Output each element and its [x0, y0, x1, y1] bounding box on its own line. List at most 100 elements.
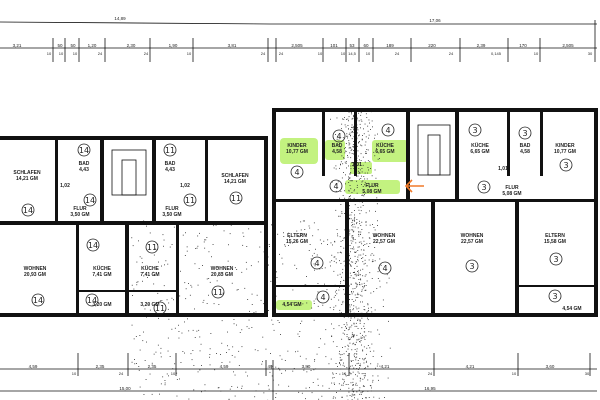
noise-speck	[288, 385, 290, 387]
noise-speck	[362, 385, 364, 387]
noise-speck	[292, 289, 294, 291]
noise-speck	[143, 220, 145, 222]
noise-speck	[338, 144, 340, 145]
noise-speck	[368, 134, 370, 136]
noise-speck	[343, 324, 345, 325]
noise-speck	[348, 337, 350, 339]
noise-speck	[260, 299, 262, 301]
noise-speck	[367, 317, 368, 319]
noise-speck	[203, 299, 205, 301]
noise-speck	[364, 181, 366, 183]
noise-speck	[346, 334, 348, 335]
noise-speck	[301, 392, 303, 394]
noise-speck	[275, 295, 277, 297]
noise-speck	[351, 222, 353, 223]
noise-speck	[376, 148, 377, 149]
noise-speck	[306, 371, 308, 373]
noise-speck	[362, 156, 364, 158]
noise-speck	[352, 132, 354, 133]
noise-speck	[363, 336, 365, 338]
noise-speck	[301, 320, 303, 322]
noise-speck	[346, 324, 348, 326]
noise-speck	[361, 243, 363, 245]
noise-speck	[354, 210, 355, 211]
noise-speck	[343, 279, 344, 281]
noise-speck	[354, 317, 356, 319]
noise-speck	[350, 165, 352, 167]
noise-speck	[349, 395, 351, 396]
unit-circle-icon	[85, 293, 99, 307]
noise-speck	[341, 312, 342, 314]
noise-speck	[312, 235, 314, 237]
noise-speck	[364, 309, 366, 311]
dim-label: 24	[279, 51, 284, 56]
noise-speck	[357, 297, 359, 298]
noise-speck	[361, 344, 362, 346]
dim-label: 10	[341, 51, 346, 56]
noise-speck	[349, 146, 351, 148]
noise-speck	[335, 165, 337, 167]
noise-speck	[359, 134, 360, 136]
noise-speck	[190, 284, 192, 286]
room-area: 14,21 GM	[224, 179, 246, 185]
noise-speck	[285, 370, 286, 372]
dim-label: 24	[428, 371, 433, 376]
noise-speck	[356, 274, 358, 276]
dim-label: 2,505	[562, 43, 574, 48]
noise-speck	[288, 245, 289, 246]
noise-speck	[363, 325, 365, 327]
noise-speck	[351, 124, 353, 126]
room-name: KÜCHE	[93, 265, 111, 272]
room-area: 3,20 GM	[92, 302, 111, 308]
noise-speck	[178, 324, 179, 326]
dim-label: 4,21	[381, 364, 390, 369]
noise-speck	[356, 180, 357, 182]
noise-speck	[363, 195, 365, 197]
noise-speck	[353, 246, 354, 248]
noise-speck	[368, 169, 369, 171]
noise-speck	[284, 244, 286, 246]
noise-speck	[332, 377, 334, 379]
noise-speck	[319, 239, 321, 241]
noise-speck	[154, 275, 156, 276]
noise-speck	[245, 261, 247, 263]
noise-speck	[296, 230, 298, 232]
noise-speck	[363, 249, 365, 251]
noise-speck	[317, 229, 319, 231]
noise-speck	[356, 334, 358, 336]
noise-speck	[313, 369, 315, 371]
noise-speck	[340, 204, 342, 205]
noise-speck	[354, 397, 355, 399]
noise-speck	[334, 384, 335, 385]
noise-speck	[364, 339, 366, 340]
noise-speck	[333, 270, 335, 272]
noise-speck	[358, 389, 360, 391]
noise-speck	[351, 335, 353, 337]
noise-speck	[179, 378, 180, 380]
noise-speck	[348, 362, 350, 364]
noise-speck	[356, 128, 358, 130]
noise-speck	[362, 261, 364, 263]
noise-speck	[194, 337, 196, 338]
noise-speck	[340, 147, 342, 149]
noise-speck	[359, 393, 361, 395]
noise-speck	[186, 246, 188, 248]
dim-label: 53	[349, 43, 355, 48]
noise-speck	[335, 262, 337, 264]
noise-speck	[375, 235, 377, 237]
dim-label: 24	[144, 51, 149, 56]
noise-speck	[350, 218, 352, 220]
noise-speck	[204, 390, 206, 392]
noise-speck	[349, 245, 351, 246]
noise-speck	[340, 191, 342, 192]
noise-speck	[356, 187, 358, 188]
noise-speck	[355, 322, 357, 324]
noise-speck	[368, 310, 369, 311]
noise-speck	[271, 367, 272, 369]
unit-number: 4	[314, 259, 319, 268]
noise-speck	[343, 379, 345, 381]
room-name: WOHNEN	[373, 233, 396, 239]
room-name: BAD	[165, 161, 176, 167]
noise-speck	[352, 219, 354, 221]
